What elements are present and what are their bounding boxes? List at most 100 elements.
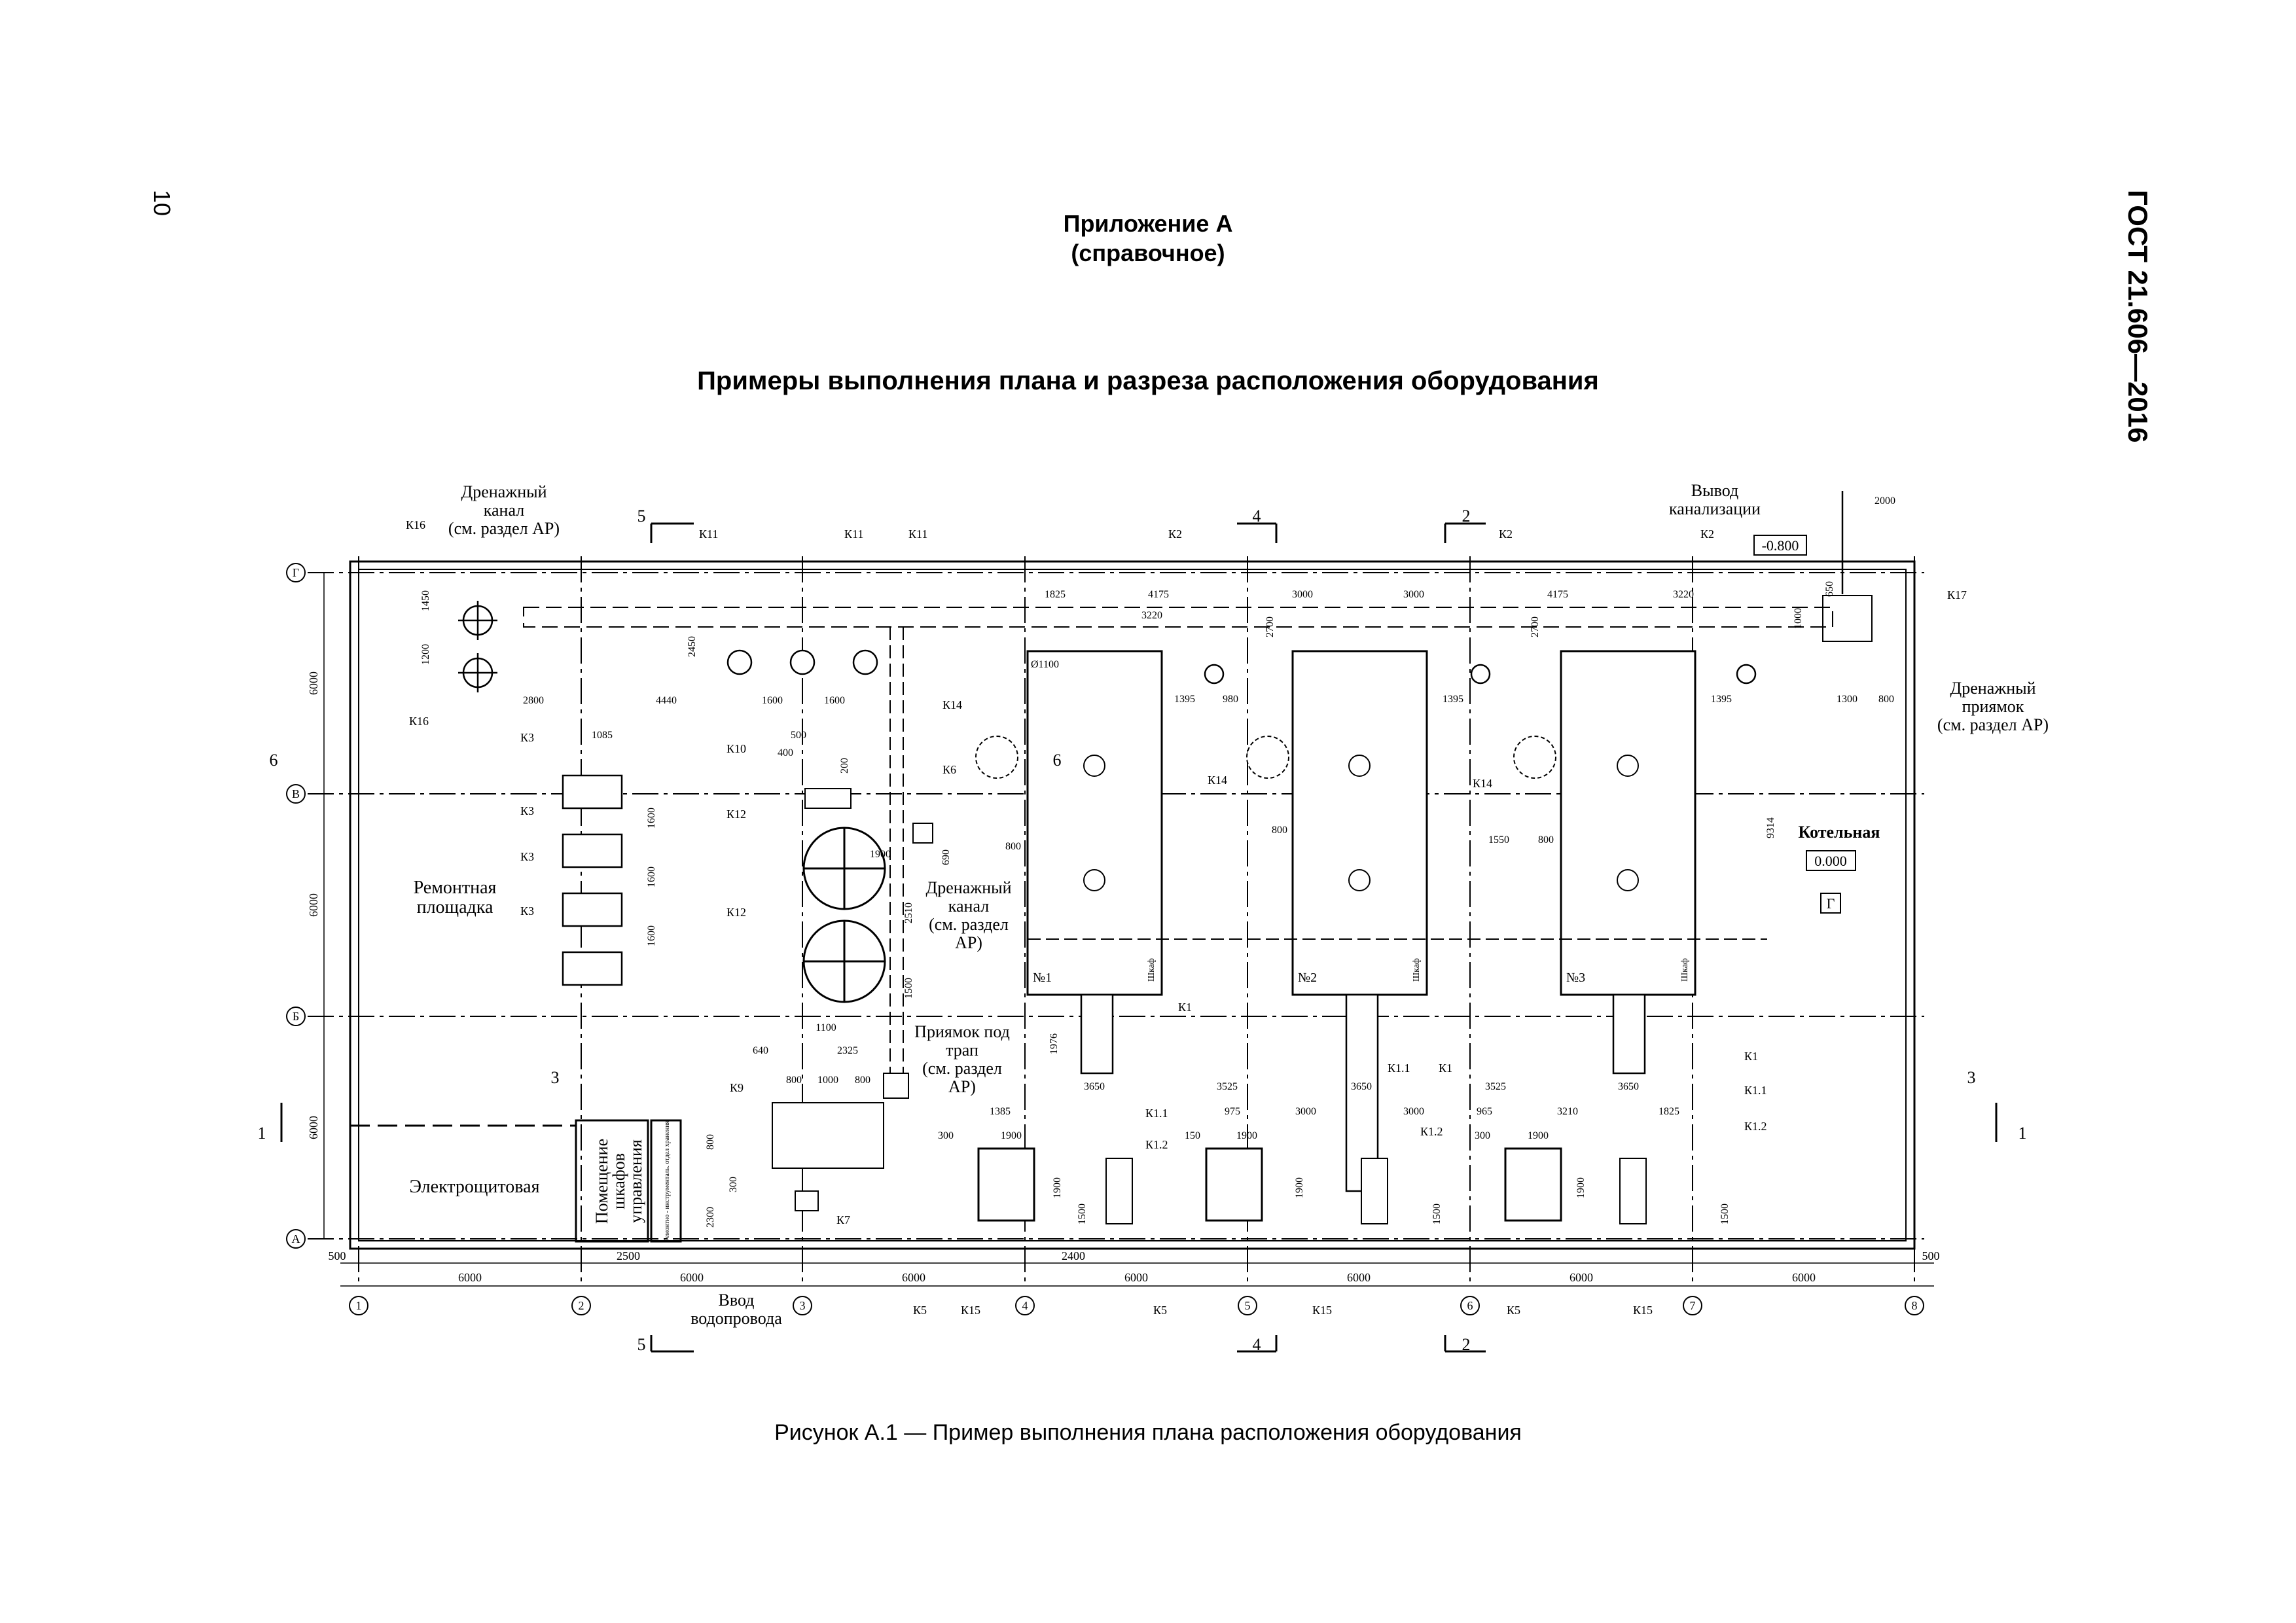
axis-bubble-a: [286, 1229, 306, 1249]
boiler-2: [1291, 650, 1428, 996]
gas-mark: Г: [1827, 895, 1835, 912]
dim: 1500: [1431, 1204, 1443, 1224]
boiler-1: [1026, 650, 1163, 996]
axis-number: 8: [1912, 1299, 1918, 1312]
axis-letter: В: [292, 787, 300, 800]
axis-number: 2: [579, 1299, 584, 1312]
tag-k9: К9: [730, 1081, 744, 1094]
dim: 3000: [1403, 1106, 1424, 1117]
floor-level: 0.000: [1814, 853, 1847, 869]
dim-left: 6000: [307, 671, 320, 695]
tag-k15: К15: [961, 1304, 980, 1317]
dim: 2000: [1874, 495, 1895, 507]
k14-unit: [1246, 736, 1289, 779]
dim-bottom: 6000: [902, 1271, 925, 1284]
dim: 3650: [1351, 1081, 1372, 1092]
appendix-subtitle: (справочное): [1071, 240, 1225, 266]
tag-k11: К11: [844, 527, 863, 541]
dim: 1085: [592, 730, 613, 741]
section-title: Примеры выполнения плана и разреза распо…: [697, 366, 1599, 395]
tag-k1: К1: [1439, 1061, 1452, 1075]
trap-pit-label: Приямок под: [914, 1022, 1010, 1041]
dim-bottom: 6000: [680, 1271, 704, 1284]
sewer-outlet-label: Вывод: [1691, 481, 1738, 500]
dim: 4175: [1547, 589, 1568, 600]
cabinet-label: Шкаф: [1680, 958, 1690, 982]
dim: 690: [941, 849, 952, 865]
repair-area-label: Ремонтная: [414, 878, 497, 898]
dim: 1500: [903, 978, 914, 999]
dim: 1550: [1488, 834, 1509, 846]
section-mark: 1: [2018, 1124, 2027, 1143]
dim: 3220: [1141, 610, 1162, 621]
k3-unit: [562, 892, 623, 927]
tag-k5: К5: [913, 1304, 927, 1317]
drain-pit-label: Дренажный: [1950, 679, 2036, 698]
axis-bubble-b: [286, 1007, 306, 1026]
dim: 650: [1824, 581, 1835, 597]
dim: 9314: [1765, 817, 1776, 838]
drain-channel-2-label: (см. раздел: [929, 915, 1009, 934]
dim: 1900: [1575, 1177, 1587, 1198]
tag-k1-2: К1.2: [1145, 1138, 1168, 1151]
drain-channel: [523, 607, 1833, 628]
tag-k5: К5: [1507, 1304, 1520, 1317]
axis-letter: Б: [293, 1010, 299, 1023]
k14-unit: [975, 736, 1018, 779]
section-mark: 3: [551, 1068, 560, 1087]
repair-area-label: площадка: [417, 897, 493, 918]
k2-unit: [1736, 664, 1757, 685]
section-mark: 3: [1967, 1068, 1976, 1087]
section-mark: 4: [1253, 1335, 1261, 1354]
tag-k2: К2: [1700, 527, 1714, 541]
tag-k1-2: К1.2: [1744, 1120, 1767, 1133]
boiler-number: №2: [1298, 971, 1317, 985]
k1-1-burner: [1612, 993, 1646, 1075]
dim-bottom: 6000: [1124, 1271, 1148, 1284]
tag-k12: К12: [726, 808, 746, 821]
section-mark: 6: [1053, 751, 1062, 770]
drain-channel-2-label: Дренажный: [926, 878, 1012, 897]
trap-pit: [883, 1073, 909, 1099]
dim: 3000: [1295, 1106, 1316, 1117]
k14-unit: [1513, 736, 1556, 779]
storage-tiny-label: Ремонтно - инструменталь. отдел хранения: [664, 1120, 671, 1241]
dim: 2700: [1530, 616, 1541, 637]
dim: 980: [1223, 694, 1238, 705]
section-mark: 4: [1253, 507, 1261, 526]
floor-level-box: [1806, 850, 1856, 871]
dim: 300: [938, 1130, 954, 1141]
dim: 150: [1185, 1130, 1200, 1141]
boiler-number: №1: [1033, 971, 1052, 985]
tag-k12: К12: [726, 906, 746, 919]
drain-channel-label: канал: [484, 501, 524, 520]
dim: 1100: [816, 1022, 836, 1033]
dim: 3000: [1292, 589, 1313, 600]
axis-letter: Г: [293, 566, 299, 579]
tag-k1: К1: [1744, 1050, 1758, 1063]
axis-bubble-g: [286, 563, 306, 582]
dim-offset: 2400: [1062, 1249, 1085, 1262]
dim-bottom: 6000: [1792, 1271, 1816, 1284]
k1-2-unit: [1619, 1158, 1647, 1224]
dim: 2450: [687, 636, 698, 657]
water-inlet-label: Ввод: [719, 1291, 755, 1310]
dim: 1450: [420, 590, 431, 611]
k15-cabinet: [977, 1147, 1035, 1222]
outlet-level-box: [1753, 535, 1807, 556]
dim-bottom: 6000: [1570, 1271, 1593, 1284]
axis-bubble-v: [286, 784, 306, 804]
control-cabinet-label: Помещение: [592, 1139, 611, 1224]
section-mark: 2: [1462, 1335, 1471, 1354]
tag-k1: К1: [1178, 1001, 1192, 1014]
section-mark: 5: [637, 1335, 646, 1354]
dim-left: 6000: [307, 1116, 320, 1139]
dim: 800: [1005, 841, 1021, 852]
dim: 800: [705, 1134, 716, 1150]
trap-pit-label: трап: [946, 1041, 978, 1060]
tag-k3: К3: [520, 904, 534, 918]
dim: 3220: [1673, 589, 1694, 600]
dim: 200: [839, 758, 850, 774]
dim: 640: [753, 1045, 768, 1056]
cabinet-storage: [650, 1119, 682, 1243]
